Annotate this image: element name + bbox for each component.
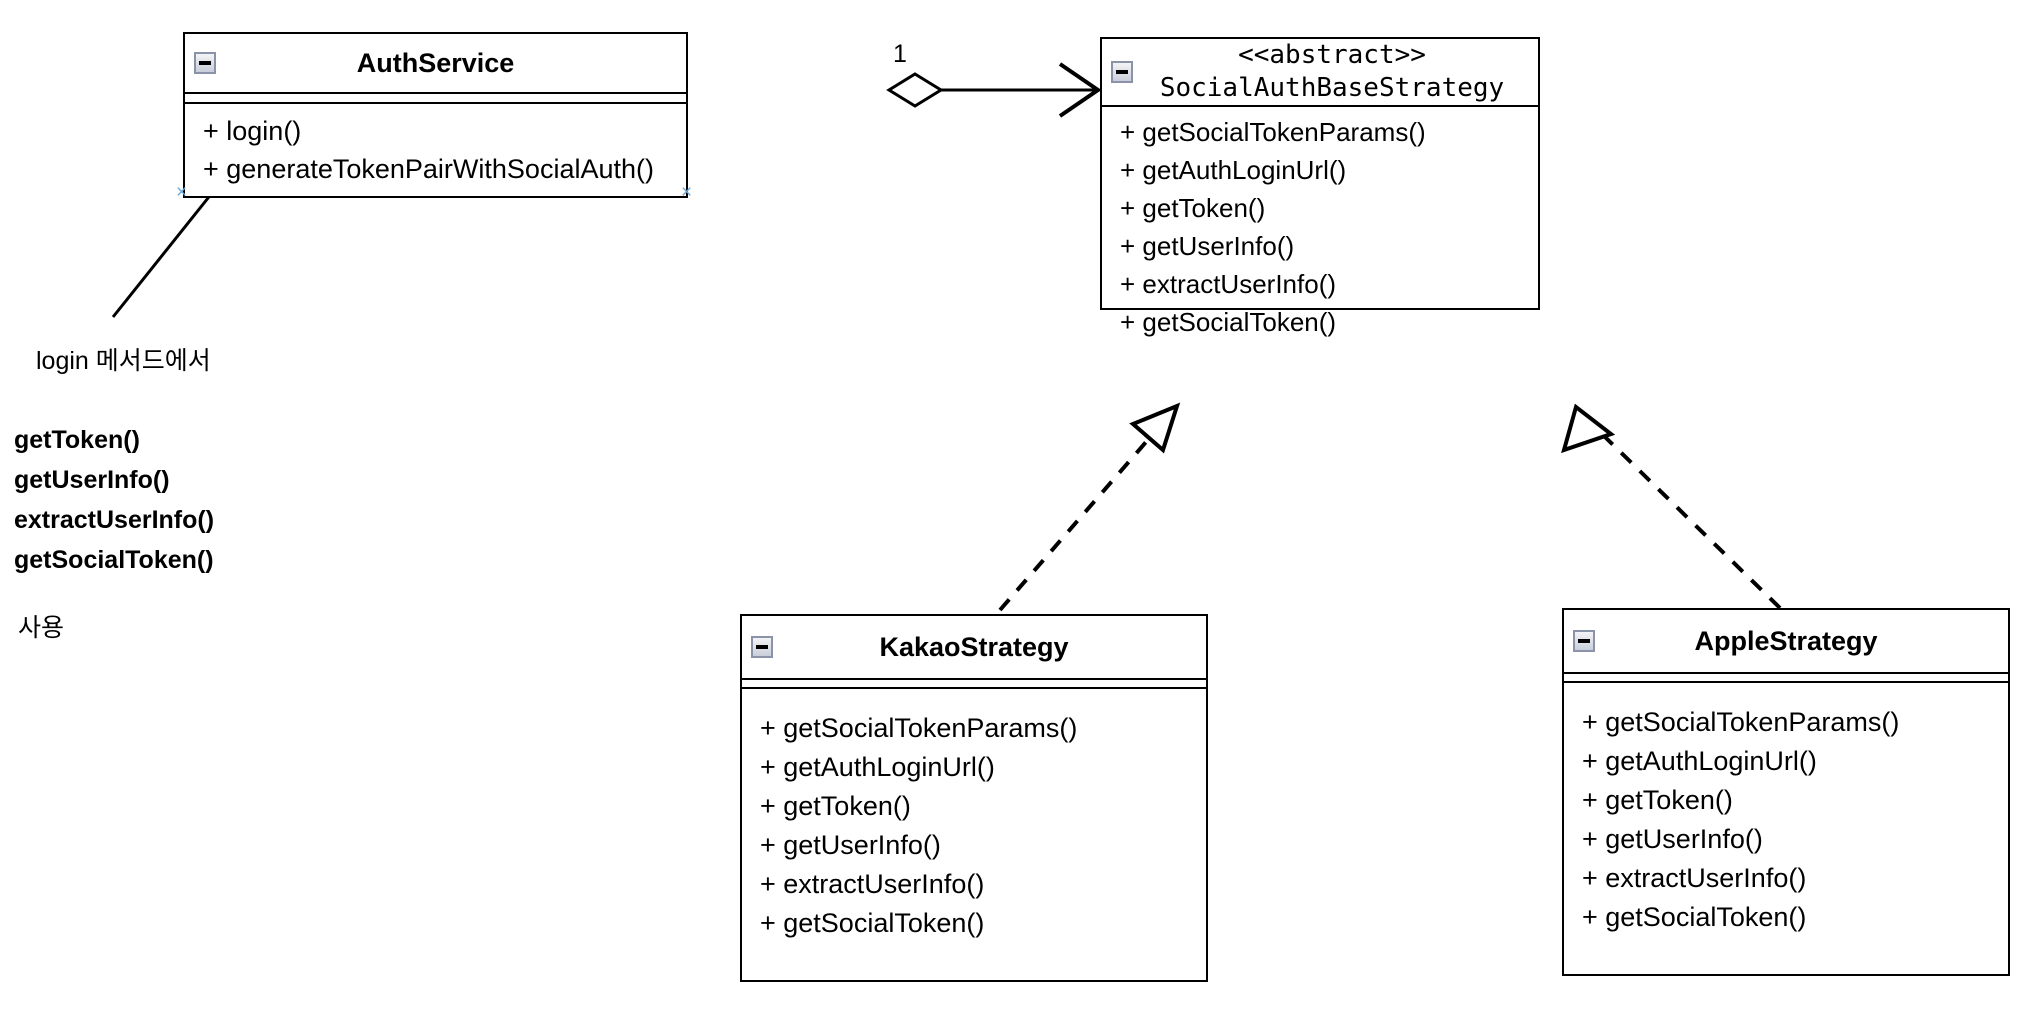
class-name-auth-service: AuthService — [356, 47, 515, 78]
methods-compartment-apple-strategy: + getSocialTokenParams() + getAuthLoginU… — [1564, 683, 2008, 974]
method-item: + getUserInfo() — [1120, 230, 1295, 261]
method-item: + getToken() — [760, 791, 911, 821]
method-item: + getSocialToken() — [760, 908, 985, 938]
class-box-apple-strategy[interactable]: AppleStrategy + getSocialTokenParams() +… — [1562, 608, 2010, 976]
used-method-item: getToken() — [14, 426, 140, 454]
used-method-item: extractUserInfo() — [14, 506, 215, 534]
method-item: + login() — [203, 116, 302, 146]
attributes-compartment-kakao-strategy — [742, 680, 1206, 689]
class-header-social-auth-base-strategy: <<abstract>> SocialAuthBaseStrategy — [1102, 39, 1538, 107]
minus-icon-bar — [1116, 69, 1128, 74]
method-item: + getSocialToken() — [1582, 902, 1807, 932]
class-header-auth-service: AuthService — [185, 34, 686, 94]
minus-icon[interactable] — [1111, 60, 1133, 83]
class-title-block: <<abstract>> SocialAuthBaseStrategy — [1102, 39, 1538, 105]
class-box-kakao-strategy[interactable]: KakaoStrategy + getSocialTokenParams() +… — [740, 614, 1208, 982]
minus-icon[interactable] — [751, 636, 773, 658]
method-item: + getSocialTokenParams() — [1582, 707, 1900, 737]
realization-connector-apple — [1561, 403, 1782, 610]
class-box-social-auth-base-strategy[interactable]: <<abstract>> SocialAuthBaseStrategy + ge… — [1100, 37, 1540, 335]
method-item: + getAuthLoginUrl() — [1582, 746, 1817, 776]
method-item: + getSocialToken() — [1120, 306, 1337, 337]
used-method-item: getUserInfo() — [14, 466, 170, 494]
method-item: + getAuthLoginUrl() — [1120, 154, 1347, 185]
minus-icon-bar — [199, 61, 211, 65]
callout-label: login 메서드에서 — [36, 347, 211, 375]
methods-compartment-auth-service: + login() + generateTokenPairWithSocialA… — [185, 104, 686, 196]
class-box-auth-service[interactable]: AuthService + login() + generateTokenPai… — [183, 32, 688, 198]
minus-icon-bar — [1578, 639, 1590, 643]
method-item: + getSocialTokenParams() — [760, 713, 1078, 743]
class-name-social-auth-base-strategy: SocialAuthBaseStrategy — [1159, 72, 1505, 103]
method-item: + getUserInfo() — [760, 830, 941, 860]
class-stereotype-social-auth-base-strategy: <<abstract>> — [1238, 40, 1426, 70]
method-item: + generateTokenPairWithSocialAuth() — [203, 154, 654, 184]
methods-compartment-kakao-strategy: + getSocialTokenParams() + getAuthLoginU… — [742, 689, 1206, 980]
minus-icon[interactable] — [1573, 630, 1595, 652]
method-item: + getAuthLoginUrl() — [760, 752, 995, 782]
aggregation-connector — [886, 62, 1102, 118]
multiplicity-label: 1 — [893, 40, 907, 68]
selection-handle-left[interactable]: × — [176, 182, 188, 203]
method-item: + getToken() — [1120, 192, 1266, 223]
minus-icon-bar — [756, 645, 768, 649]
method-item: + getUserInfo() — [1582, 824, 1763, 854]
selection-handle-right[interactable]: × — [681, 182, 693, 203]
class-header-apple-strategy: AppleStrategy — [1564, 610, 2008, 674]
realization-connector-kakao — [998, 402, 1181, 612]
usage-label: 사용 — [18, 614, 65, 642]
methods-compartment-social-auth-base-strategy: + getSocialTokenParams() + getAuthLoginU… — [1102, 107, 1538, 335]
method-item: + extractUserInfo() — [1120, 268, 1337, 299]
class-name-kakao-strategy: KakaoStrategy — [879, 631, 1069, 662]
class-name-apple-strategy: AppleStrategy — [1694, 625, 1878, 656]
method-item: + getSocialTokenParams() — [1120, 116, 1426, 147]
method-item: + extractUserInfo() — [760, 869, 985, 899]
class-header-kakao-strategy: KakaoStrategy — [742, 616, 1206, 680]
method-item: + getToken() — [1582, 785, 1733, 815]
used-method-item: getSocialToken() — [14, 546, 214, 574]
minus-icon[interactable] — [194, 52, 216, 74]
attributes-compartment-apple-strategy — [1564, 674, 2008, 683]
method-item: + extractUserInfo() — [1582, 863, 1807, 893]
attributes-compartment-auth-service — [185, 94, 686, 104]
